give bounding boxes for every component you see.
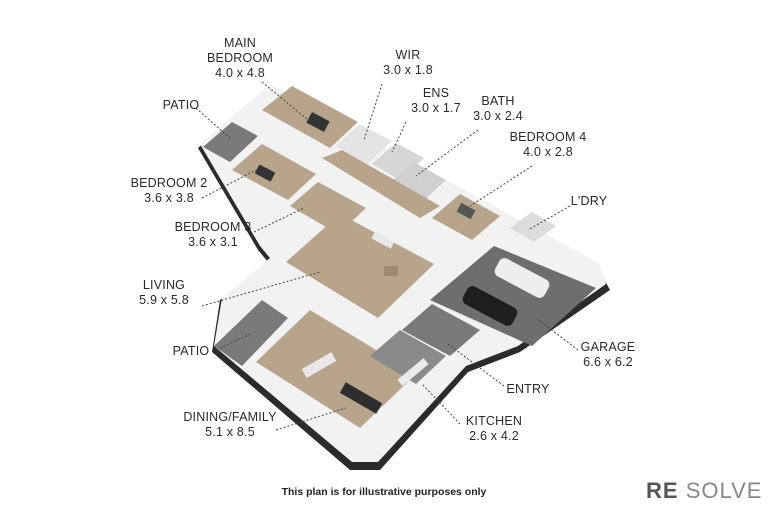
brand-logo-part1: RE (646, 478, 679, 503)
leader-garage (535, 317, 579, 351)
leader-laundry (527, 205, 571, 231)
label-bedroom3: BEDROOM 3 3.6 x 3.1 (170, 220, 256, 250)
living-floor (286, 214, 434, 318)
label-bath: BATH 3.0 x 2.4 (466, 94, 530, 124)
bath-name: BATH (481, 94, 515, 108)
bedroom2-bed-icon (254, 164, 276, 182)
bath-dims: 3.0 x 2.4 (473, 109, 523, 123)
main-bed-icon (306, 112, 330, 132)
entry-floor (402, 304, 480, 356)
kitchen-name: KITCHEN (465, 414, 523, 428)
bedroom3-name: BEDROOM 3 (174, 220, 252, 234)
label-patio-top: PATIO (158, 98, 204, 113)
main-bedroom-name-line2: BEDROOM (207, 51, 273, 65)
garage-name: GARAGE (580, 340, 636, 354)
laundry-name: L'DRY (570, 194, 608, 208)
leader-living (201, 271, 321, 307)
bedroom2-floor (232, 144, 316, 200)
garage-dims: 6.6 x 6.2 (583, 355, 633, 369)
kitchen-floor (370, 330, 446, 384)
ens-dims: 3.0 x 1.7 (411, 101, 461, 115)
living-dims: 5.9 x 5.8 (139, 293, 189, 307)
leader-ens (391, 121, 407, 153)
bedroom4-name: BEDROOM 4 (509, 130, 587, 144)
disclaimer-note: This plan is for illustrative purposes o… (281, 486, 487, 498)
bedroom4-dims: 4.0 x 2.8 (523, 145, 573, 159)
bedroom4-floor (432, 194, 500, 240)
car-icon (462, 286, 518, 326)
leader-dining (275, 407, 347, 431)
ens-floor (372, 143, 424, 180)
laundry-floor (510, 212, 556, 242)
patio-top-floor (203, 122, 258, 162)
label-main-bedroom: MAIN BEDROOM 4.0 x 4.8 (204, 36, 276, 81)
dining-family-floor (256, 310, 416, 428)
label-patio-bottom: PATIO (168, 344, 214, 359)
label-bedroom4: BEDROOM 4 4.0 x 2.8 (506, 130, 590, 160)
leader-bedroom4 (463, 165, 533, 211)
kitchen-dims: 2.6 x 4.2 (469, 429, 519, 443)
label-ens: ENS 3.0 x 1.7 (404, 86, 468, 116)
hallway-floor (322, 150, 440, 218)
patio-bottom-floor (214, 300, 288, 366)
patio-bottom-name: PATIO (172, 344, 210, 358)
car-icon (494, 258, 550, 298)
living-rug-icon (384, 266, 398, 276)
label-wir: WIR 3.0 x 1.8 (376, 48, 440, 78)
label-living: LIVING 5.9 x 5.8 (126, 278, 202, 308)
label-entry: ENTRY (500, 382, 556, 397)
leader-lines (195, 81, 579, 431)
label-laundry: L'DRY (566, 194, 612, 209)
bedroom3-dims: 3.6 x 3.1 (188, 235, 238, 249)
bedroom2-name: BEDROOM 2 (130, 176, 208, 190)
brand-logo: RE SOLVE (646, 478, 762, 504)
leader-bath (415, 129, 479, 177)
label-dining-family: DINING/FAMILY 5.1 x 8.5 (178, 410, 282, 440)
bedroom4-bed-icon (456, 202, 476, 220)
living-name: LIVING (142, 278, 186, 292)
living-sofa-icon (371, 231, 395, 249)
patio-top-name: PATIO (162, 98, 200, 112)
dining-table-icon (339, 382, 383, 414)
wir-name: WIR (395, 48, 421, 62)
furniture (254, 112, 550, 414)
brand-logo-part2: SOLVE (685, 478, 763, 503)
dining-family-dims: 5.1 x 8.5 (205, 425, 255, 439)
room-floors (203, 86, 596, 428)
wir-dims: 3.0 x 1.8 (383, 63, 433, 77)
main-bedroom-dims: 4.0 x 4.8 (215, 66, 265, 80)
leader-patio-top (195, 107, 233, 141)
dining-family-name: DINING/FAMILY (183, 410, 277, 424)
ens-name: ENS (422, 86, 450, 100)
label-garage: GARAGE 6.6 x 6.2 (572, 340, 644, 370)
bedroom2-dims: 3.6 x 3.8 (144, 191, 194, 205)
dining-sofa-icon (301, 352, 337, 378)
garage-floor (430, 246, 596, 346)
leader-wir (363, 83, 383, 141)
leader-main-bedroom (261, 81, 309, 121)
label-kitchen: KITCHEN 2.6 x 4.2 (458, 414, 530, 444)
leader-kitchen (421, 383, 461, 425)
kitchen-bench-icon (397, 358, 429, 386)
main-bedroom-name-line1: MAIN (223, 36, 257, 50)
entry-name: ENTRY (506, 382, 550, 396)
wir-floor (335, 124, 392, 164)
label-bedroom2: BEDROOM 2 3.6 x 3.8 (126, 176, 212, 206)
leader-bedroom3 (253, 207, 305, 233)
